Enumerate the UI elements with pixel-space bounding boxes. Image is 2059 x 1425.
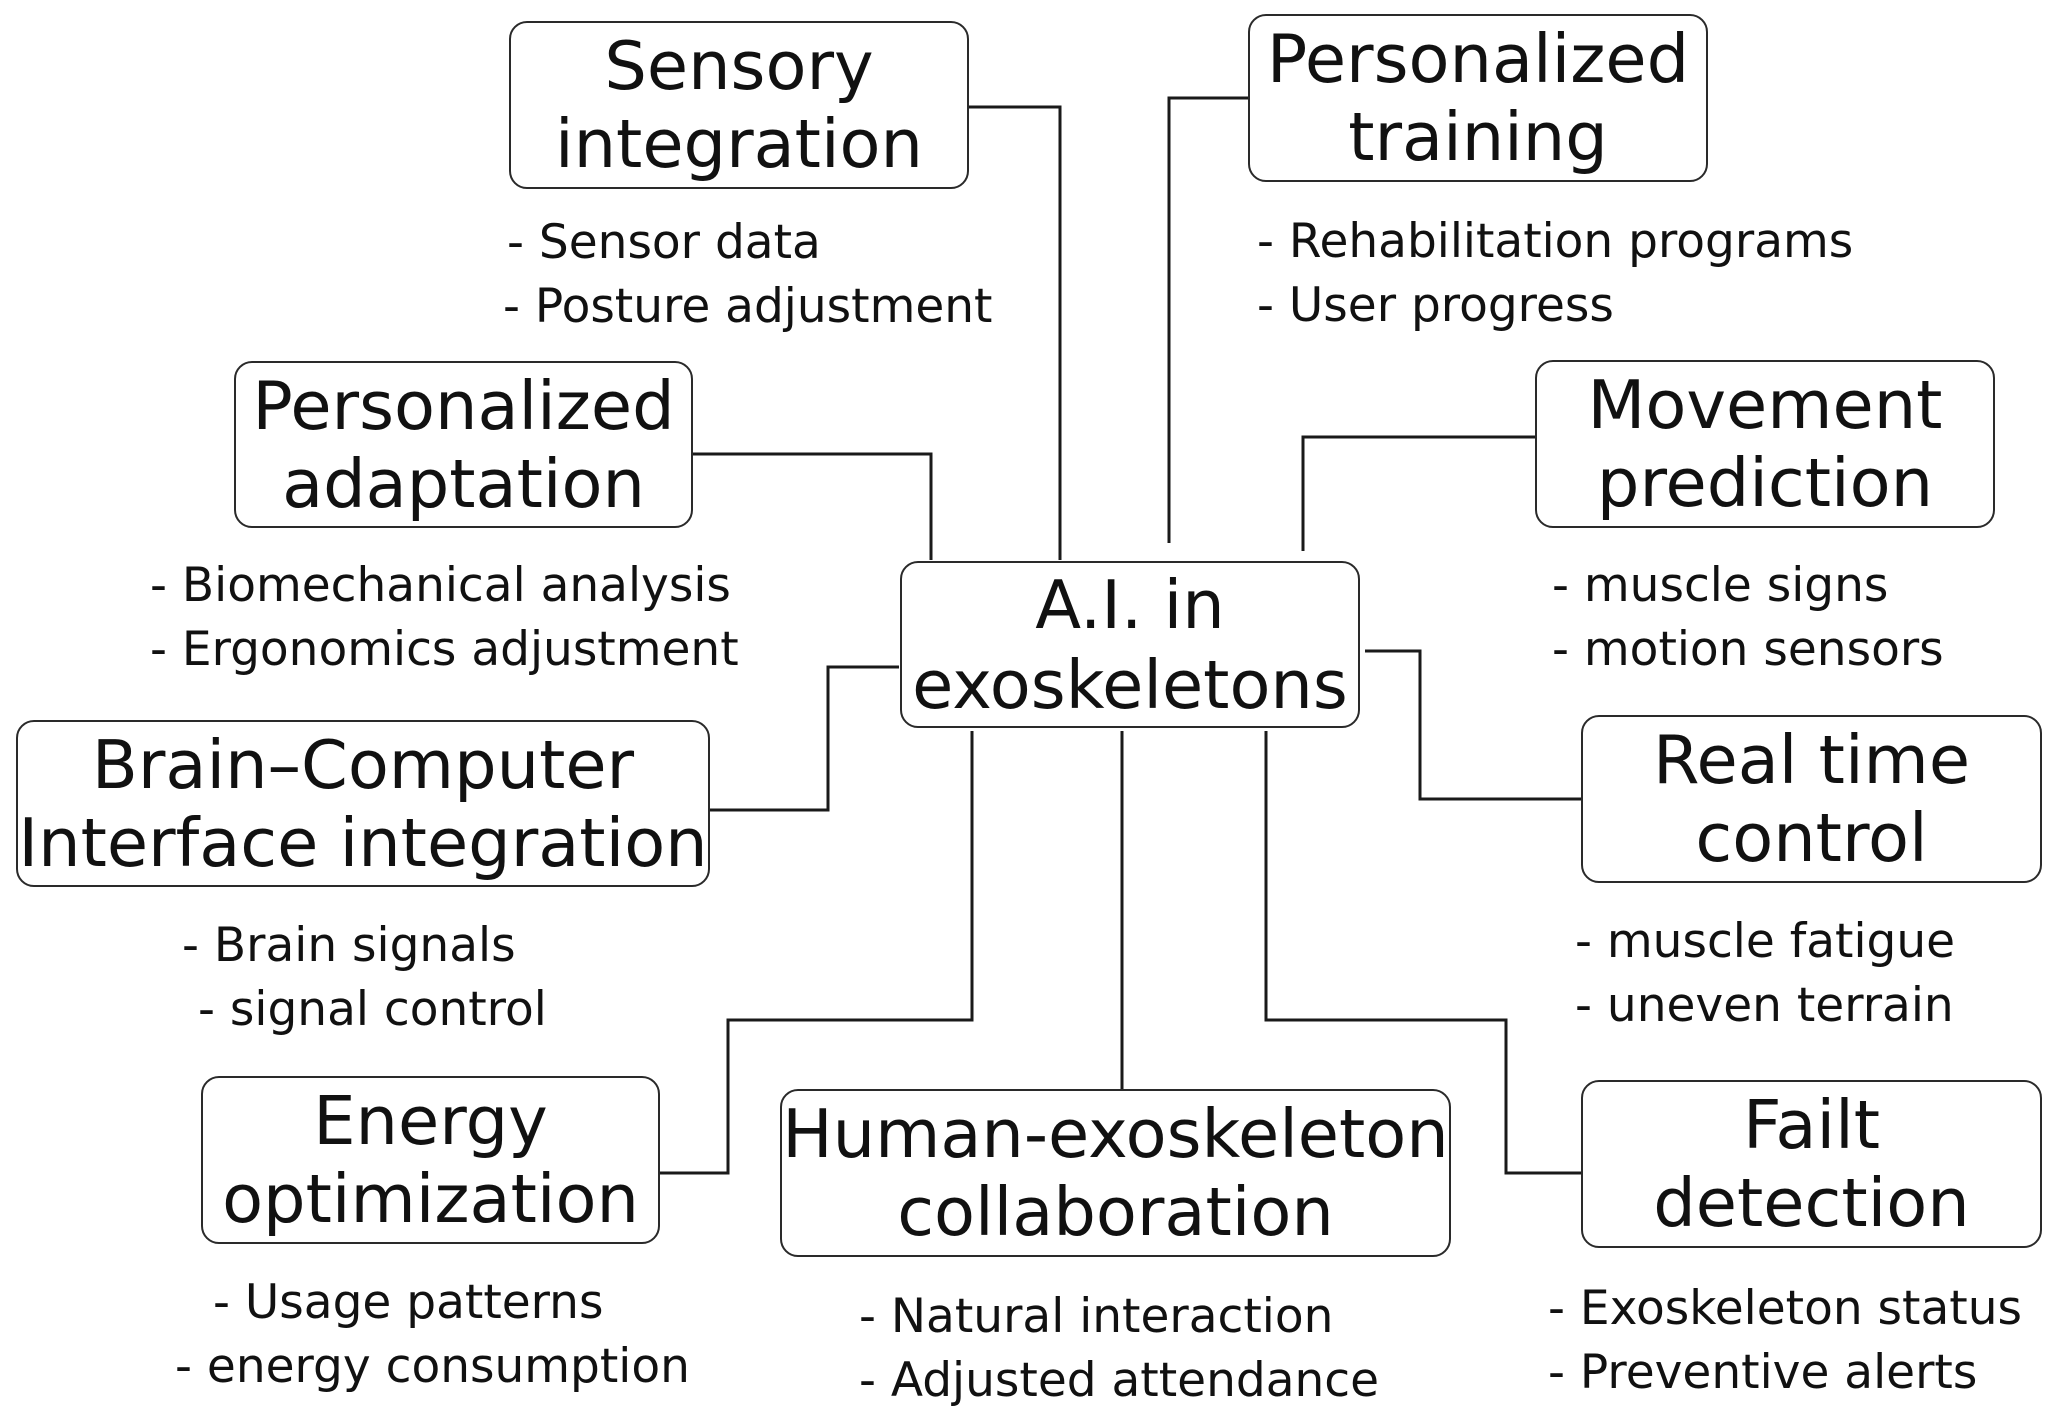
note-item: - Brain signals bbox=[182, 918, 516, 973]
note-item: - Usage patterns bbox=[213, 1275, 604, 1330]
note-item: - Sensor data bbox=[507, 215, 821, 270]
notes-failt-detection: - Exoskeleton status - Preventive alerts bbox=[1548, 1277, 2022, 1405]
notes-bci-integration: - Brain signals - signal control bbox=[182, 914, 547, 1042]
note-item: - signal control bbox=[198, 982, 547, 1037]
note-item: - Adjusted attendance bbox=[859, 1353, 1380, 1408]
center-title-line2: exoskeletons bbox=[912, 645, 1348, 724]
notes-sensory-integration: - Sensor data - Posture adjustment bbox=[503, 211, 992, 339]
node-title-line2: Interface integration bbox=[18, 803, 708, 882]
connector-real-time-control bbox=[1365, 649, 1581, 801]
node-title-line1: Personalized bbox=[1266, 20, 1690, 98]
node-title-line2: prediction bbox=[1596, 444, 1934, 522]
note-item: - muscle signs bbox=[1552, 558, 1889, 613]
node-title-line2: integration bbox=[554, 105, 924, 183]
connector-failt-detection bbox=[1264, 731, 1581, 1175]
connector-personalized-adaptation bbox=[693, 452, 933, 560]
note-item: - motion sensors bbox=[1552, 622, 1944, 677]
node-movement-prediction: Movement prediction bbox=[1535, 360, 1995, 528]
note-item: - energy consumption bbox=[175, 1339, 690, 1394]
connector-bci-integration bbox=[710, 665, 899, 812]
node-bci-integration: Brain–Computer Interface integration bbox=[16, 720, 710, 887]
center-title-line1: A.I. in bbox=[1035, 565, 1225, 644]
note-item: - Preventive alerts bbox=[1548, 1345, 1978, 1400]
node-title-line1: Human-exoskeleton bbox=[782, 1095, 1449, 1173]
node-failt-detection: Failt detection bbox=[1581, 1080, 2042, 1248]
note-item: - muscle fatigue bbox=[1575, 914, 1956, 969]
node-title-line1: Brain–Computer bbox=[91, 725, 635, 804]
node-title-line1: Sensory bbox=[604, 27, 874, 105]
note-item: - Rehabilitation programs bbox=[1257, 214, 1854, 269]
node-title-line2: detection bbox=[1653, 1164, 1970, 1242]
connector-movement-prediction bbox=[1301, 435, 1535, 551]
notes-real-time-control: - muscle fatigue - uneven terrain bbox=[1575, 910, 1955, 1038]
notes-personalized-training: - Rehabilitation programs - User progres… bbox=[1257, 210, 1853, 338]
note-item: - Natural interaction bbox=[859, 1289, 1334, 1344]
note-item: - Posture adjustment bbox=[503, 279, 993, 334]
node-title-line2: optimization bbox=[222, 1160, 639, 1238]
node-title-line2: training bbox=[1348, 98, 1608, 176]
node-title-line2: control bbox=[1695, 799, 1928, 877]
node-human-exoskeleton-collaboration: Human-exoskeleton collaboration bbox=[780, 1089, 1451, 1257]
node-title-line2: adaptation bbox=[282, 444, 645, 523]
notes-movement-prediction: - muscle signs - motion sensors bbox=[1552, 554, 1944, 682]
note-item: - uneven terrain bbox=[1575, 978, 1954, 1033]
note-item: - Exoskeleton status bbox=[1548, 1281, 2022, 1336]
node-title-line2: collaboration bbox=[897, 1173, 1334, 1251]
notes-human-exoskeleton-collaboration: - Natural interaction - Adjusted attenda… bbox=[859, 1285, 1379, 1413]
node-sensory-integration: Sensory integration bbox=[509, 21, 969, 189]
node-title-line1: Real time bbox=[1652, 721, 1971, 799]
node-personalized-adaptation: Personalized adaptation bbox=[234, 361, 693, 528]
node-energy-optimization: Energy optimization bbox=[201, 1076, 660, 1244]
center-node: A.I. in exoskeletons bbox=[900, 561, 1360, 728]
node-title-line1: Failt bbox=[1743, 1086, 1880, 1164]
note-item: - Ergonomics adjustment bbox=[150, 622, 739, 677]
note-item: - Biomechanical analysis bbox=[150, 558, 731, 613]
note-item: - User progress bbox=[1257, 278, 1614, 333]
notes-energy-optimization: - Usage patterns - energy consumption bbox=[175, 1271, 690, 1399]
node-personalized-training: Personalized training bbox=[1248, 14, 1708, 182]
node-title-line1: Energy bbox=[313, 1082, 548, 1160]
node-real-time-control: Real time control bbox=[1581, 715, 2042, 883]
connector-personalized-training bbox=[1167, 96, 1248, 543]
connector-sensory-integration bbox=[969, 105, 1062, 560]
notes-personalized-adaptation: - Biomechanical analysis - Ergonomics ad… bbox=[150, 554, 739, 682]
connector-energy-optimization bbox=[660, 731, 974, 1175]
node-title-line1: Personalized bbox=[252, 366, 675, 445]
node-title-line1: Movement bbox=[1587, 366, 1943, 444]
